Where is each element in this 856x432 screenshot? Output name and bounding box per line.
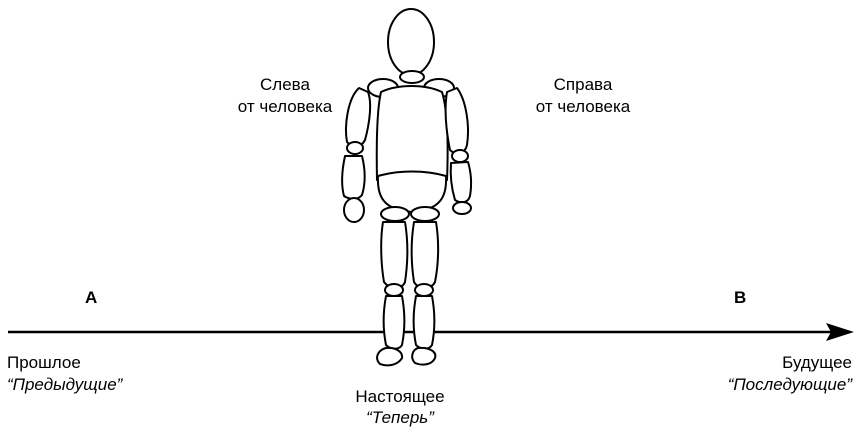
future-quote: “Последующие” bbox=[660, 374, 852, 396]
figure-right-thigh bbox=[412, 222, 438, 288]
figure-right-hand bbox=[453, 202, 471, 214]
figure-head bbox=[388, 9, 434, 75]
left-of-person-line-2: от человека bbox=[232, 96, 338, 118]
figure-right-knee bbox=[415, 284, 433, 296]
right-of-person-line-2: от человека bbox=[516, 96, 650, 118]
figure-neck bbox=[400, 71, 424, 83]
figure-right-foot bbox=[412, 348, 435, 365]
present-label: Настоящее bbox=[330, 386, 470, 408]
figure-right-hip bbox=[411, 207, 439, 221]
figure-left-hip bbox=[381, 207, 409, 221]
figure-right-elbow bbox=[452, 150, 468, 162]
figure-right-forearm bbox=[451, 162, 471, 202]
right-of-person-line-1: Справа bbox=[516, 74, 650, 96]
figure-left-thigh bbox=[381, 222, 407, 288]
figure-torso bbox=[377, 86, 448, 180]
figure-right-upper-arm bbox=[446, 88, 468, 153]
person-figure bbox=[342, 9, 471, 365]
right-of-person-label: Справа от человека bbox=[516, 74, 650, 118]
past-label: Прошлое bbox=[7, 352, 81, 374]
figure-left-knee bbox=[385, 284, 403, 296]
figure-left-elbow bbox=[347, 142, 363, 154]
point-b-label: B bbox=[734, 287, 746, 309]
figure-left-forearm bbox=[342, 156, 364, 199]
figure-left-foot bbox=[377, 348, 402, 365]
future-label: Будущее bbox=[680, 352, 852, 374]
figure-pelvis bbox=[378, 172, 446, 213]
figure-left-hand bbox=[344, 198, 364, 222]
past-quote: “Предыдущие” bbox=[7, 374, 122, 396]
left-of-person-label: Слева от человека bbox=[232, 74, 338, 118]
figure-left-shin bbox=[384, 296, 405, 349]
figure-left-upper-arm bbox=[346, 88, 370, 146]
left-of-person-line-1: Слева bbox=[232, 74, 338, 96]
figure-right-shin bbox=[414, 296, 435, 349]
point-a-label: A bbox=[85, 287, 97, 309]
present-quote: “Теперь” bbox=[330, 407, 470, 429]
